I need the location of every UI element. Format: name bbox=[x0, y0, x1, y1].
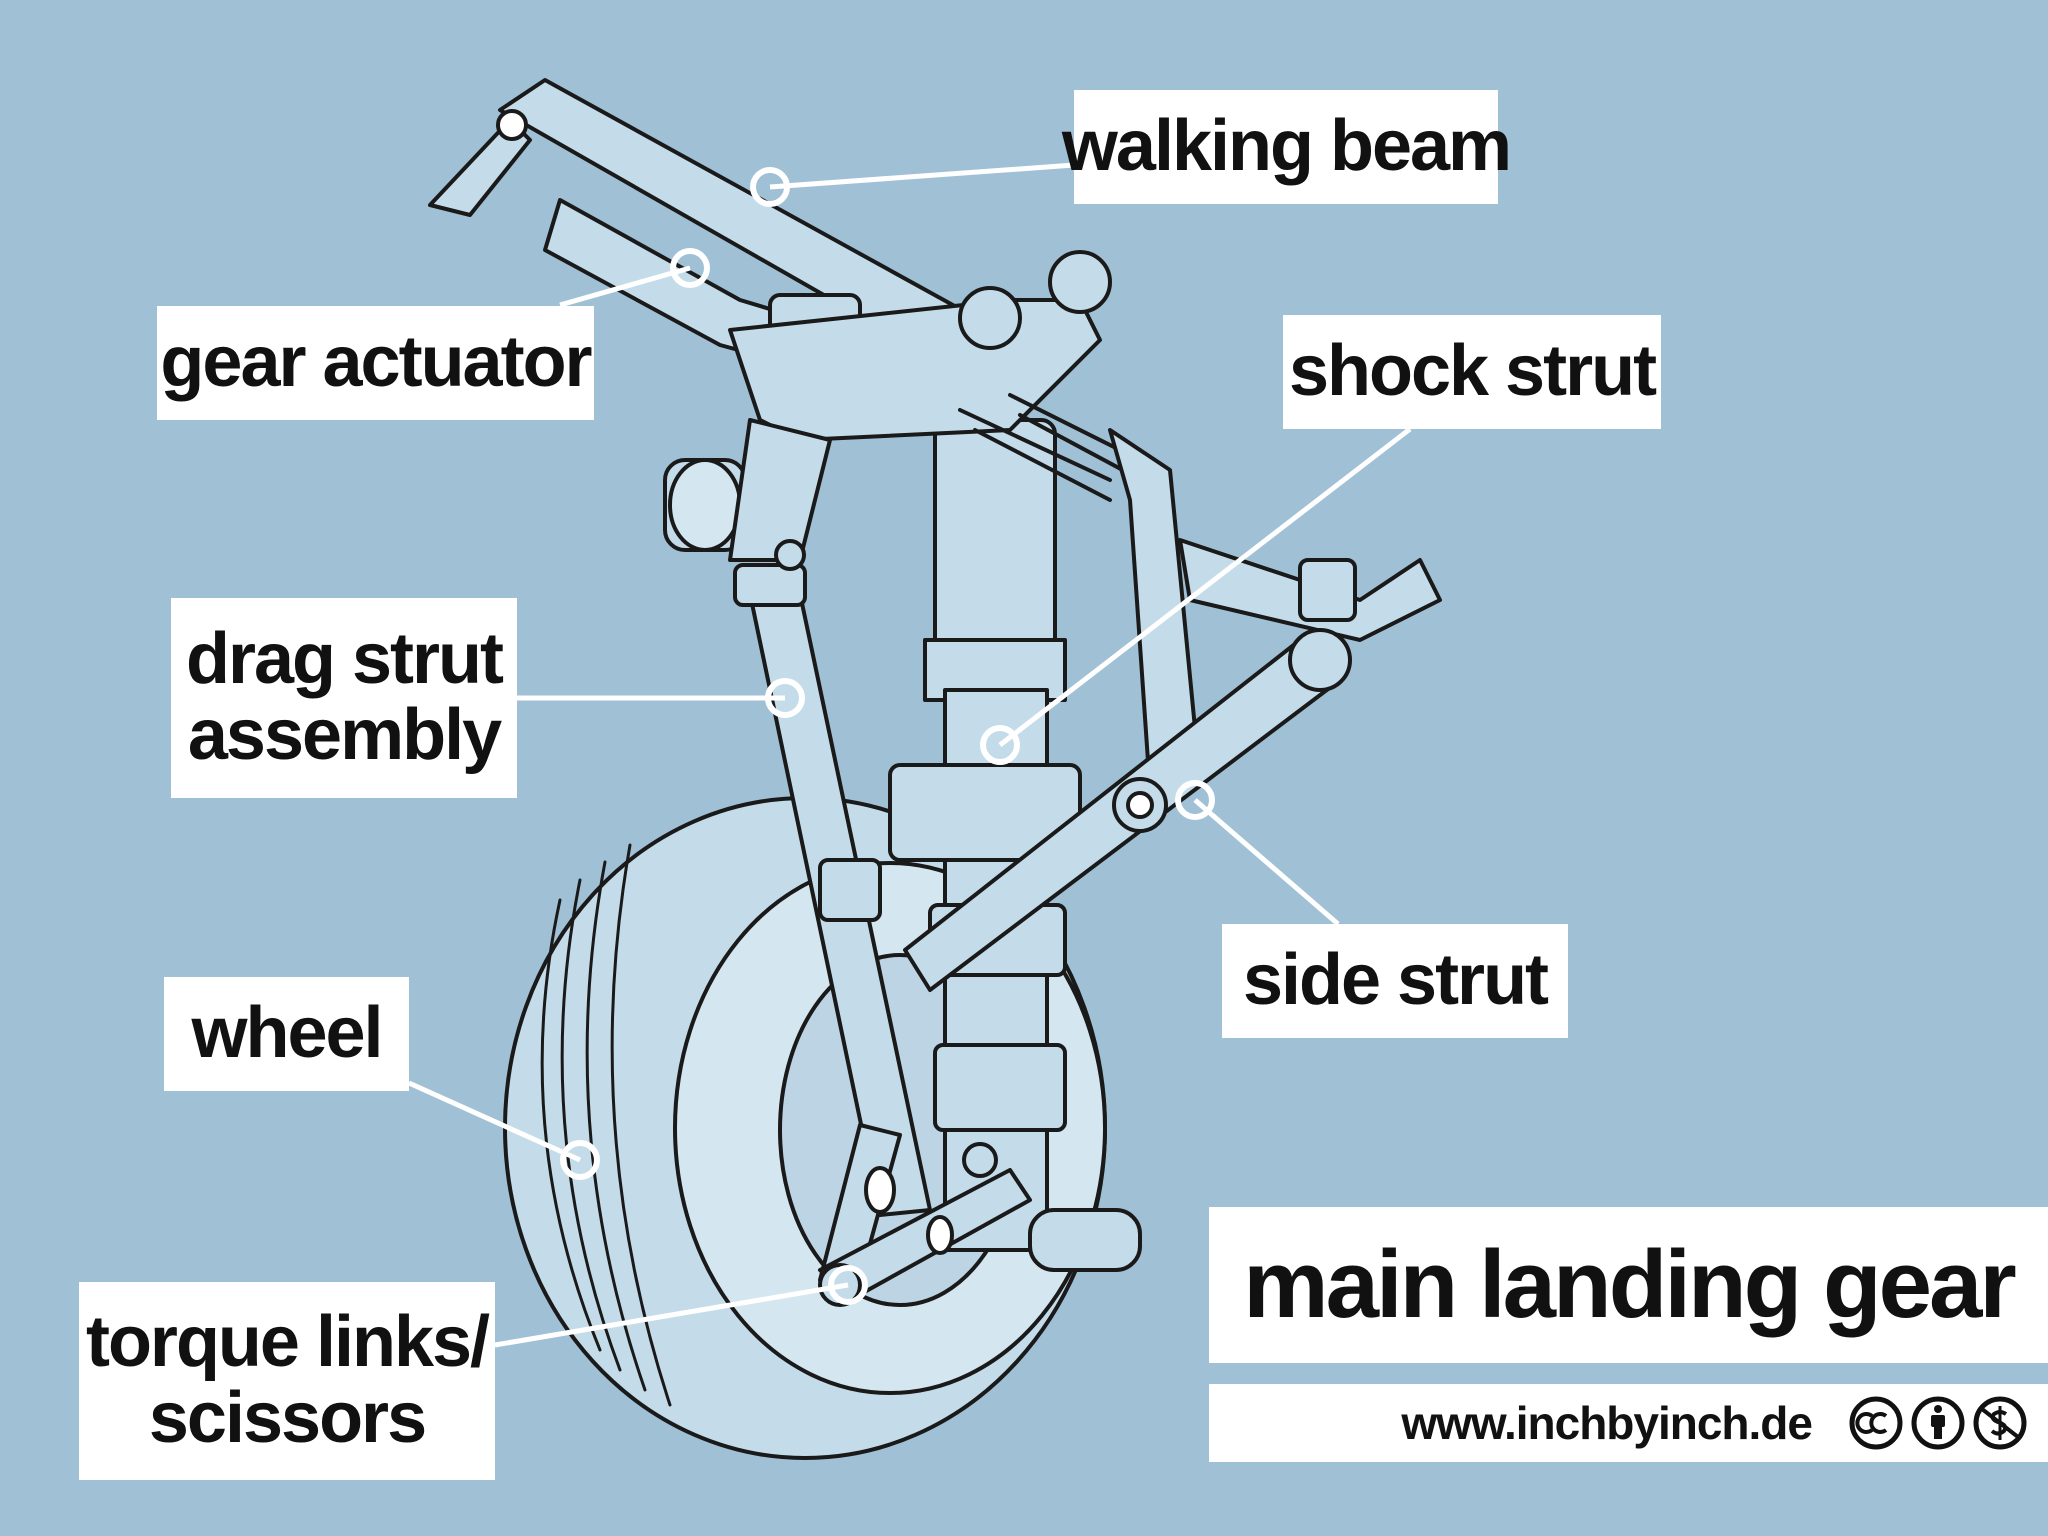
label-gear-actuator: gear actuator bbox=[157, 306, 594, 420]
marker-side-strut bbox=[1175, 780, 1215, 820]
marker-walking-beam bbox=[750, 167, 790, 207]
marker-shock-strut bbox=[980, 725, 1020, 765]
leader-torque-links bbox=[494, 1282, 849, 1348]
springs-part bbox=[958, 393, 1162, 502]
trunnion-part bbox=[663, 250, 1112, 562]
marker-drag-strut bbox=[765, 678, 805, 718]
nc-noncommercial-icon bbox=[1973, 1396, 2027, 1450]
label-walking-beam: walking beam bbox=[1062, 90, 1512, 204]
drag-strut-part bbox=[733, 539, 932, 1217]
page-title: main landing gear bbox=[1209, 1207, 2048, 1363]
footer-bar: www.inchbyinch.de bbox=[1209, 1384, 2048, 1462]
cc-icon bbox=[1849, 1396, 1903, 1450]
label-side-strut: side strut bbox=[1222, 924, 1568, 1038]
license-icons bbox=[1848, 1395, 2028, 1451]
marker-gear-actuator bbox=[670, 248, 710, 288]
label-drag-strut-assembly: drag strut assembly bbox=[171, 598, 517, 798]
marker-torque-links bbox=[828, 1265, 868, 1305]
leader-shock-strut bbox=[998, 427, 1412, 747]
leader-lines bbox=[407, 162, 1412, 1348]
website-link[interactable]: www.inchbyinch.de bbox=[1401, 1396, 1813, 1449]
markers bbox=[560, 167, 1215, 1305]
label-shock-strut: shock strut bbox=[1283, 315, 1661, 429]
leader-wheel bbox=[407, 1080, 582, 1163]
by-attribution-icon bbox=[1911, 1396, 1965, 1450]
side-strut-frame-part bbox=[1108, 428, 1442, 792]
marker-wheel bbox=[560, 1140, 600, 1180]
label-wheel: wheel bbox=[164, 977, 409, 1091]
label-torque-links: torque links/ scissors bbox=[79, 1282, 495, 1480]
leader-side-strut bbox=[1193, 798, 1340, 926]
side-strut-part bbox=[903, 628, 1352, 992]
leader-walking-beam bbox=[769, 162, 1075, 190]
leader-gear-actuator bbox=[559, 265, 691, 308]
